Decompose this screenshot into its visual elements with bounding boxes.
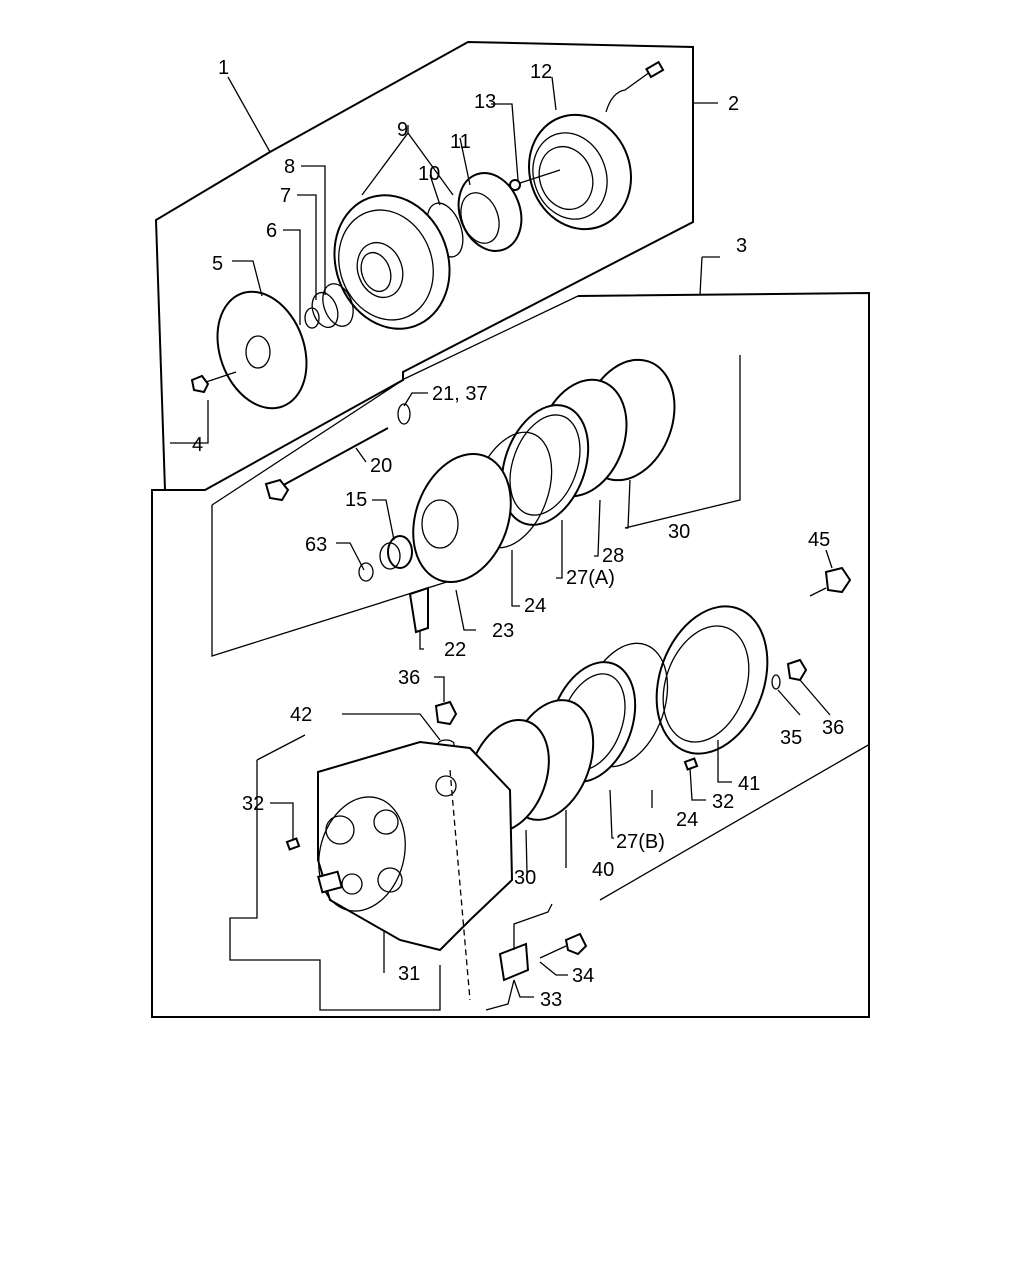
snap-rings — [304, 283, 354, 329]
cylinder-block — [317, 740, 514, 952]
callout-10: 10 — [418, 163, 440, 185]
callout-35: 35 — [780, 727, 802, 749]
callout-34: 34 — [572, 965, 594, 987]
callout-36-right: 36 — [822, 717, 844, 739]
callout-32-left: 32 — [242, 793, 264, 815]
callout-4: 4 — [192, 434, 203, 456]
through-bolt — [264, 427, 389, 502]
callout-36-top: 36 — [398, 667, 420, 689]
callout-27b: 27(B) — [616, 831, 665, 853]
callout-30-rear: 30 — [514, 867, 536, 889]
front-head — [412, 453, 512, 583]
callout-30-front: 30 — [668, 521, 690, 543]
rear-plug-36 — [786, 658, 808, 682]
drive-plate — [216, 290, 308, 410]
callout-23: 23 — [492, 620, 514, 642]
callout-13: 13 — [474, 91, 496, 113]
callout-20: 20 — [370, 455, 392, 477]
callout-12: 12 — [530, 61, 552, 83]
switch-bolt-34 — [539, 932, 588, 959]
rear-bolt-45 — [809, 566, 852, 597]
callout-9: 9 — [397, 119, 408, 141]
callout-6: 6 — [266, 220, 277, 242]
callout-5: 5 — [212, 253, 223, 275]
callout-45: 45 — [808, 529, 830, 551]
callout-40: 40 — [592, 859, 614, 881]
callout-3: 3 — [736, 235, 747, 257]
lower-body-group-boundary — [229, 734, 871, 1011]
bolt-washer — [397, 403, 411, 425]
seal-washer — [358, 562, 374, 582]
coil-screw — [509, 169, 561, 191]
callout-63: 63 — [305, 534, 327, 556]
callout-11: 11 — [450, 131, 471, 153]
callout-42: 42 — [290, 704, 312, 726]
compressor-assembly-boundary — [151, 291, 870, 1018]
pulley-bearing — [457, 172, 523, 252]
callout-2: 2 — [728, 93, 739, 115]
callout-7: 7 — [280, 185, 291, 207]
key-22 — [408, 586, 429, 634]
callout-33: 33 — [540, 989, 562, 1011]
callout-32-right: 32 — [712, 791, 734, 813]
callout-21-37: 21, 37 — [432, 383, 488, 405]
drive-plate-bolt — [190, 371, 237, 394]
callout-15: 15 — [345, 489, 367, 511]
service-plug-36 — [434, 700, 458, 749]
shaft-seal — [379, 535, 413, 570]
thermal-switch — [485, 903, 553, 1011]
callout-1: 1 — [218, 57, 229, 79]
plug-o-ring-35 — [771, 674, 781, 690]
callout-27a: 27(A) — [566, 567, 615, 589]
pulley — [333, 194, 451, 330]
gasket-27a — [500, 404, 590, 526]
callout-24-rear: 24 — [676, 809, 698, 831]
callout-8: 8 — [284, 156, 295, 178]
field-coil — [527, 60, 665, 231]
dashed-axis-lower — [449, 769, 471, 1001]
dowel-pin-left — [285, 837, 301, 851]
callout-28: 28 — [602, 545, 624, 567]
callout-31: 31 — [398, 963, 420, 985]
dowel-pin-right — [683, 757, 699, 771]
clutch-assembly-boundary — [154, 40, 694, 491]
callout-22: 22 — [444, 639, 466, 661]
leader-lines — [170, 76, 833, 998]
callout-41: 41 — [738, 773, 760, 795]
callout-24-front: 24 — [524, 595, 546, 617]
rear-head — [655, 605, 769, 755]
